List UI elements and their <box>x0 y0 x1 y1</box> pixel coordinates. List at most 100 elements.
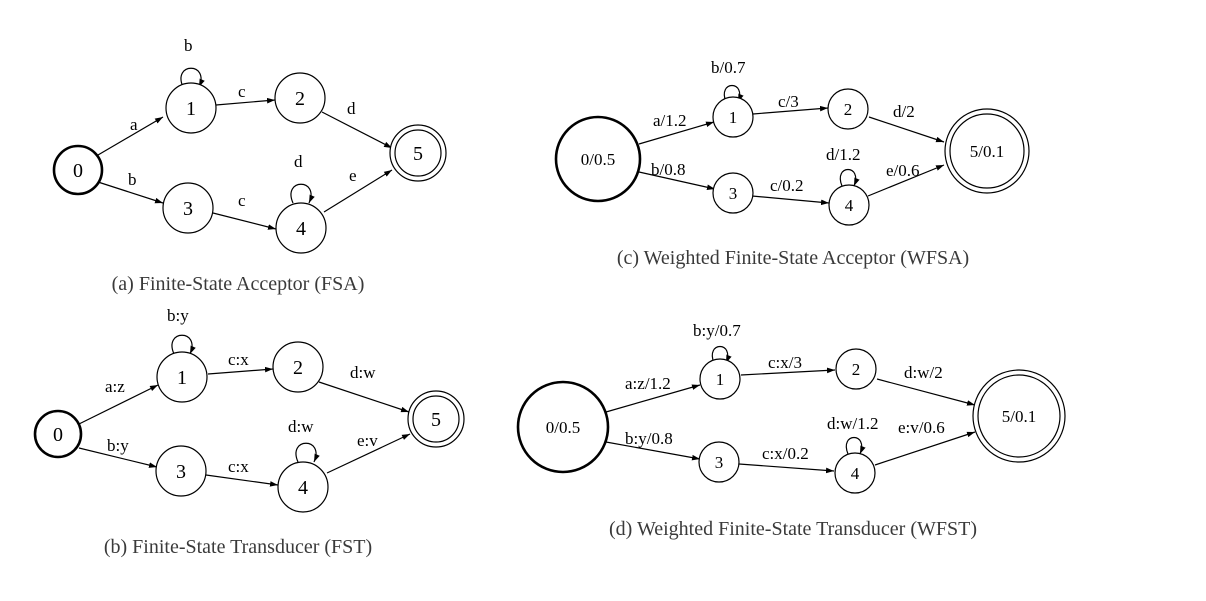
edge-label: d/2 <box>893 102 915 121</box>
edge-label: d:w/2 <box>904 363 943 382</box>
state-final-inner <box>412 395 460 443</box>
state-start <box>554 115 642 203</box>
edge-4-5 <box>874 431 976 466</box>
state-final-inner <box>977 374 1061 458</box>
state <box>155 445 207 497</box>
state <box>834 452 876 494</box>
state-label: 2 <box>295 88 305 110</box>
edge-0-3 <box>638 171 716 190</box>
edge-2-5 <box>868 116 945 143</box>
edge-label: c <box>238 191 246 210</box>
edge-label: e:v <box>357 431 378 450</box>
edge-1-2 <box>215 97 276 106</box>
edge-3-4 <box>751 195 830 206</box>
edge-label: b:y <box>107 436 129 455</box>
panel-b-fst: a:z b:y b:y c:x d:w c:x d:w e:v 0 1 2 3 … <box>33 306 465 558</box>
state <box>699 358 741 400</box>
state <box>835 348 877 390</box>
edge-2-5 <box>321 111 393 149</box>
edge-1-2 <box>740 367 836 376</box>
state <box>162 182 214 234</box>
edge-label: b <box>128 170 137 189</box>
state-label: 1 <box>729 108 738 127</box>
state-label: 5 <box>431 409 441 431</box>
state-final-inner <box>394 129 442 177</box>
loop-1 <box>723 85 744 103</box>
state <box>698 441 740 483</box>
caption: (a) Finite-State Acceptor (FSA) <box>112 273 365 295</box>
state-label: 4 <box>845 196 854 215</box>
edge-0-3 <box>97 181 164 204</box>
state-label: 3 <box>729 184 738 203</box>
loop-4 <box>845 437 866 455</box>
edge-label: e:v/0.6 <box>898 418 945 437</box>
state <box>275 202 327 254</box>
edge-4-5 <box>323 169 393 213</box>
edge-2-5 <box>876 378 976 406</box>
loop-4 <box>295 442 320 463</box>
panel-c-wfsa: a/1.2 b/0.8 b/0.7 c/3 d/2 c/0.2 d/1.2 e/… <box>554 58 1030 269</box>
state-label: 4 <box>296 218 306 240</box>
edge-label: a:z <box>105 377 125 396</box>
edge-label: b:y <box>167 306 189 325</box>
edge-3-4 <box>205 474 279 487</box>
edge-label: d <box>294 152 303 171</box>
state-final-inner <box>949 113 1025 189</box>
state-label: 0 <box>53 424 63 446</box>
state <box>156 351 208 403</box>
state <box>165 82 217 134</box>
caption: (b) Finite-State Transducer (FST) <box>104 536 372 558</box>
edge-4-5 <box>867 164 945 197</box>
edge-1-2 <box>207 366 274 375</box>
edge-label: d:w <box>288 417 314 436</box>
state <box>272 341 324 393</box>
edge-label: c:x/3 <box>768 353 802 372</box>
edge-label: e <box>349 166 357 185</box>
edge-2-5 <box>318 381 410 413</box>
edge-1-2 <box>752 105 829 115</box>
state-label: 2 <box>293 357 303 379</box>
edge-label: c/0.2 <box>770 176 804 195</box>
edge-label: d:w <box>350 363 376 382</box>
state-start <box>52 144 104 196</box>
state-label: 5/0.1 <box>970 142 1004 161</box>
state-label: 2 <box>844 100 853 119</box>
edge-label: b/0.7 <box>711 58 746 77</box>
edge-label: b/0.8 <box>651 160 685 179</box>
caption: (d) Weighted Finite-State Transducer (WF… <box>609 518 977 540</box>
loop-1 <box>171 334 196 355</box>
edge-4-5 <box>326 433 411 474</box>
edge-label: c:x <box>228 350 249 369</box>
edge-label: c:x/0.2 <box>762 444 809 463</box>
edge-0-1 <box>638 121 715 145</box>
loop-4 <box>290 183 315 204</box>
state-label: 2 <box>852 360 861 379</box>
edge-0-3 <box>78 447 158 468</box>
state-label: 1 <box>177 367 187 389</box>
edge-label: d <box>347 99 356 118</box>
state <box>712 172 754 214</box>
state <box>274 72 326 124</box>
state-start <box>516 380 610 474</box>
caption: (c) Weighted Finite-State Acceptor (WFSA… <box>617 247 969 269</box>
panel-a-fsa: a b b c d c d e 0 1 2 3 4 5 (a) Finite-S… <box>52 36 447 295</box>
edge-0-1 <box>78 384 159 425</box>
edge-label: a <box>130 115 138 134</box>
state-label: 0/0.5 <box>546 418 580 437</box>
edge-3-4 <box>212 212 277 230</box>
edge-label: a:z/1.2 <box>625 374 671 393</box>
state-label: 4 <box>851 464 860 483</box>
loop-4 <box>839 169 860 187</box>
edge-0-1 <box>97 116 164 156</box>
edge-label: c:x <box>228 457 249 476</box>
edge-label: b <box>184 36 193 55</box>
loop-1 <box>711 346 732 364</box>
state <box>712 96 754 138</box>
state-label: 3 <box>176 461 186 483</box>
state-label: 5 <box>413 143 423 165</box>
edge-label: b:y/0.7 <box>693 321 741 340</box>
state <box>277 461 329 513</box>
edge-label: c/3 <box>778 92 799 111</box>
edge-3-4 <box>738 463 835 474</box>
